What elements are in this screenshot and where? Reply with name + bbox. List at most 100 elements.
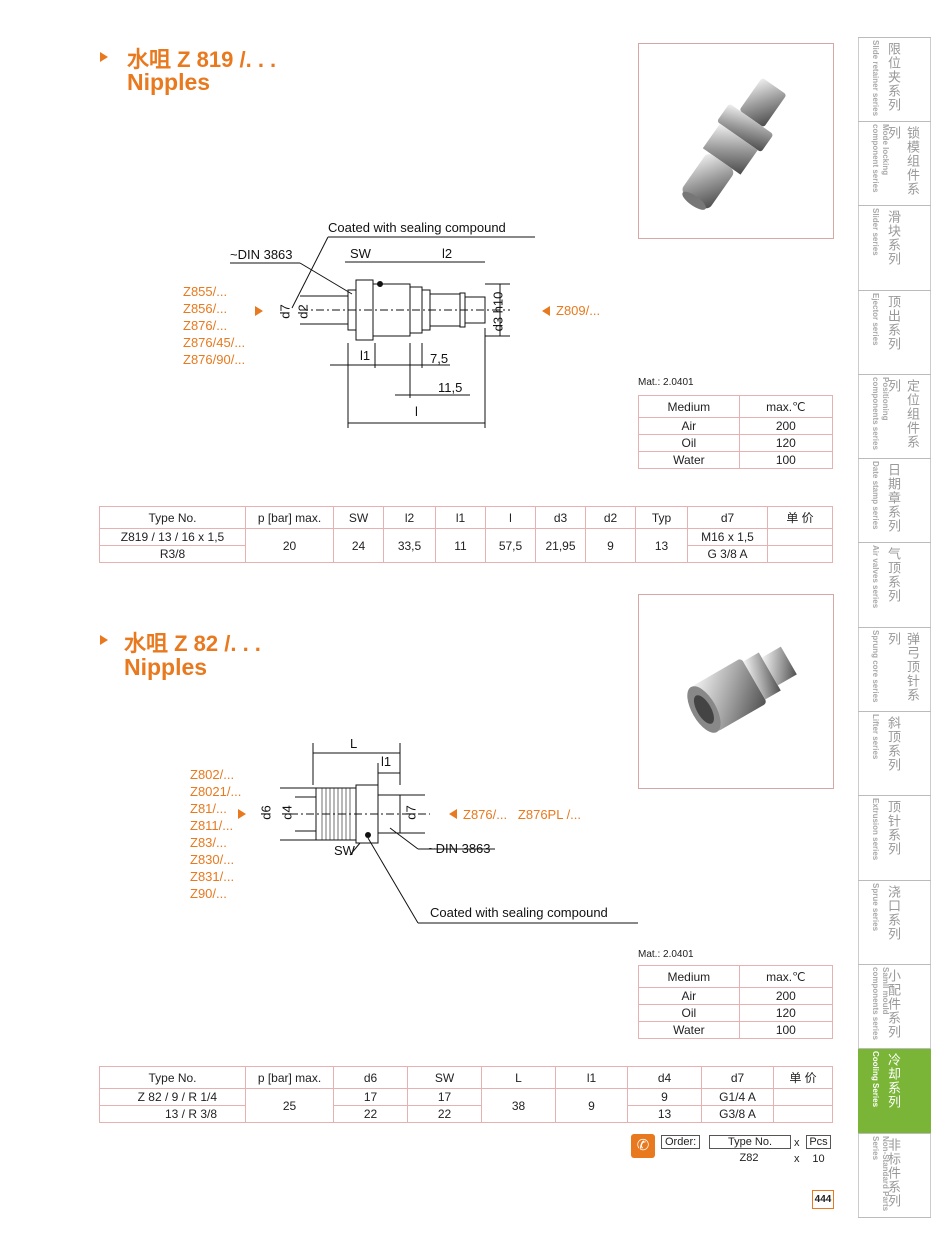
order-pcs-header: Pcs (806, 1135, 831, 1149)
col-header: SW (407, 1066, 482, 1089)
col-header: p [bar] max. (245, 1066, 334, 1089)
sidebar-item-label: 顶出系列 (886, 295, 901, 351)
sidebar-item-sublabel: Slide retainer series (871, 40, 880, 117)
ref-item[interactable]: Z8021/... (190, 784, 242, 799)
sidebar-item-slider[interactable]: 滑块系列 Slider series (858, 205, 931, 290)
ref-item[interactable]: Z830/... (190, 852, 235, 867)
phone-icon[interactable]: ✆ (631, 1134, 655, 1158)
sw-label: SW (350, 246, 371, 261)
col-header: l (485, 506, 536, 529)
d6-value: 17 (333, 1088, 408, 1106)
coated-label: Coated with sealing compound (430, 905, 608, 920)
bullet-icon (100, 635, 108, 645)
col-header: l1 (555, 1066, 628, 1089)
sidebar-item-label: 限位夹系列 (886, 42, 901, 112)
ref-item[interactable]: Z876/45/... (183, 335, 246, 350)
compatible-parts-left: Z855/... Z856/... Z876/... Z876/45/... Z… (183, 283, 245, 368)
d4-value: 13 (627, 1105, 702, 1123)
l1-value: 9 (555, 1088, 628, 1123)
col-header: d3 (535, 506, 586, 529)
table-row: 13 / R 3/8 22 22 13 G3/8 A (99, 1105, 833, 1123)
ref-item[interactable]: Z831/... (190, 869, 235, 884)
sidebar-item-sublabel: Lifter series (871, 714, 880, 760)
product-photo-z82 (638, 594, 834, 789)
col-header: p [bar] max. (245, 506, 334, 529)
sidebar-item-slide-retainer[interactable]: 限位夹系列 Slide retainer series (858, 37, 931, 121)
d7-value: G3/8 A (701, 1105, 774, 1123)
col-header: 单 价 (773, 1066, 833, 1089)
sidebar-item-label: 日期章系列 (886, 463, 901, 533)
section1-title-en: Nipples (127, 69, 211, 95)
sw-value: 22 (407, 1105, 482, 1123)
order-qty: 10 (812, 1153, 825, 1165)
medium-name: Air (638, 987, 740, 1005)
sidebar-item-sublabel: Samll mould components series (871, 967, 890, 1040)
ref-item[interactable]: Z876/... (183, 318, 228, 333)
sidebar-item-label: 弹弓顶针系列 (886, 632, 920, 702)
type-no: 13 / R 3/8 (99, 1105, 246, 1123)
medium-temp: 200 (738, 417, 834, 435)
price-cell (767, 528, 833, 546)
sidebar-item-label: 滑块系列 (886, 210, 901, 266)
col-header: L (481, 1066, 556, 1089)
typ-value: 13 (635, 528, 688, 563)
coated-label: Coated with sealing compound (328, 220, 506, 235)
spec-table-z819: Type No. p [bar] max. SW l2 l1 l d3 d2 T… (99, 506, 833, 563)
d4-value: 9 (627, 1088, 702, 1106)
p-max: 25 (245, 1088, 334, 1123)
medium-temp: 100 (738, 451, 834, 469)
sidebar-item-sublabel: Sprue series (871, 883, 880, 932)
compatible-parts-left: Z802/... Z8021/... Z81/... Z811/... Z83/… (190, 766, 241, 902)
ref-item[interactable]: Z876/90/... (183, 352, 246, 367)
ref-item[interactable]: Z90/... (190, 886, 227, 901)
compatible-part-right[interactable]: Z809/... (556, 303, 601, 318)
sidebar-item-label: 非标件系列 (886, 1138, 901, 1208)
sidebar-item-label: 定位组件系列 (886, 379, 920, 449)
col-header: 单 价 (767, 506, 833, 529)
ref-item[interactable]: Z855/... (183, 284, 228, 299)
sidebar-item-sprue[interactable]: 浇口系列 Sprue series (858, 880, 931, 964)
d3-label: d3 h10 (490, 291, 506, 332)
type-no: Z819 / 13 / 16 x 1,5 (99, 528, 246, 546)
arrow-left-icon (449, 809, 457, 819)
ref-item[interactable]: Z83/... (190, 835, 227, 850)
p-max: 20 (245, 528, 334, 563)
l2-label: l2 (442, 246, 453, 261)
ref-item[interactable]: Z856/... (183, 301, 228, 316)
ref-item[interactable]: Z802/... (190, 767, 235, 782)
sw-label: SW (334, 843, 355, 858)
compatible-part-right[interactable]: Z876/... Z876PL /... (463, 807, 582, 822)
ref-item[interactable]: Z811/... (190, 818, 234, 833)
medium-header: Medium (638, 965, 740, 988)
section1-title-cn: 水咀 Z 819 /. . . (127, 47, 277, 72)
ref-item[interactable]: Z81/... (190, 801, 227, 816)
din-label: ~DIN 3863 (428, 841, 491, 856)
sidebar-item-label: 冷却系列 (886, 1053, 901, 1109)
d6-value: 22 (333, 1105, 408, 1123)
sidebar-item-sprung-core[interactable]: 弹弓顶针系列 Sprung core series (858, 627, 931, 711)
sidebar-item-sublabel: Air valves series (871, 545, 880, 609)
col-header: d2 (585, 506, 636, 529)
sidebar-item-sublabel: Extrusion series (871, 798, 880, 861)
col-header: Typ (635, 506, 688, 529)
sidebar-item-sublabel: Sprung core series (871, 630, 880, 703)
d7-value: G 3/8 A (687, 545, 768, 563)
sidebar-item-sublabel: Slider series (871, 208, 880, 256)
sidebar-item-label: 浇口系列 (886, 885, 901, 941)
L-label: L (350, 736, 358, 751)
col-header: Type No. (99, 506, 246, 529)
d7-label: d7 (277, 304, 293, 319)
col-header: d7 (687, 506, 768, 529)
order-type-value: Z82 (739, 1152, 759, 1164)
